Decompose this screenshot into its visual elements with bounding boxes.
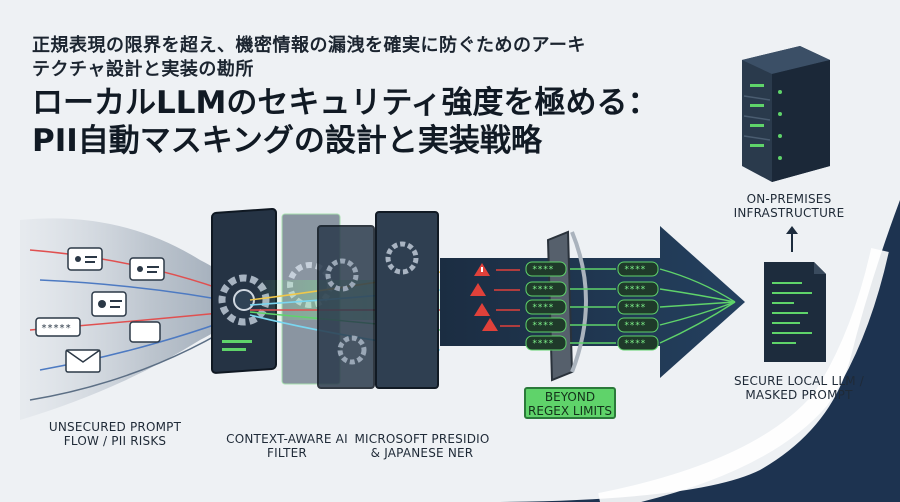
output-stage-label: SECURE LOCAL LLM / MASKED PROMPT xyxy=(733,374,865,402)
server-icon xyxy=(742,46,830,182)
password-field-icon xyxy=(35,317,81,337)
id-card-icon xyxy=(129,257,165,281)
clean-flow-lines xyxy=(570,268,736,344)
warning-icon xyxy=(482,318,498,331)
regex-limits-badge: BEYOND REGEX LIMITS xyxy=(524,387,616,419)
decorative-swoosh-light xyxy=(598,248,889,502)
up-arrow-icon xyxy=(786,226,798,252)
warning-icon xyxy=(474,303,490,316)
masked-token-texts: **** **** **** **** **** **** **** **** … xyxy=(532,265,646,349)
svg-text:*****: ***** xyxy=(41,323,71,334)
page-title: ローカルLLMのセキュリティ強度を極める：PII自動マスキングの設計と実装戦略 xyxy=(32,85,659,159)
filter-stage-label: CONTEXT-AWARE AI FILTER xyxy=(226,432,348,460)
masked-token-column-1 xyxy=(525,261,567,351)
masked-token: **** xyxy=(624,339,646,349)
masked-token: **** xyxy=(624,265,646,275)
id-card-icon xyxy=(91,291,127,317)
masked-token: **** xyxy=(532,303,554,313)
ner-processing-panel xyxy=(317,225,375,389)
masked-token: **** xyxy=(624,285,646,295)
presidio-panel xyxy=(375,211,439,389)
chat-bubble-icon xyxy=(67,247,103,271)
masked-token-column-2 xyxy=(617,261,659,351)
warning-icon xyxy=(470,283,486,296)
subtitle-kicker: 正規表現の限界を超え、機密情報の漏洩を確実に防ぐためのアーキテクチャ設計と実装の… xyxy=(32,35,586,80)
chat-bubble-icon xyxy=(129,321,161,343)
infrastructure-label: ON-PREMISES INFRASTRUCTURE xyxy=(733,192,845,220)
masked-token: **** xyxy=(532,321,554,331)
input-stage-label: UNSECURED PROMPT FLOW / PII RISKS xyxy=(48,420,182,448)
masked-token: **** xyxy=(532,285,554,295)
masked-prompt-document-icon xyxy=(764,262,826,362)
masked-token: **** xyxy=(532,339,554,349)
warning-icon xyxy=(474,263,490,276)
warning-icons xyxy=(470,263,498,331)
masked-token: **** xyxy=(624,303,646,313)
decorative-swoosh xyxy=(500,200,900,502)
presidio-stage-label: MICROSOFT PRESIDIO & JAPANESE NER xyxy=(354,432,490,460)
masked-token: **** xyxy=(532,265,554,275)
pipeline-arrow xyxy=(440,226,745,378)
masked-token: **** xyxy=(624,321,646,331)
warning-arrows xyxy=(494,269,520,327)
pii-risk-icons xyxy=(35,247,165,373)
